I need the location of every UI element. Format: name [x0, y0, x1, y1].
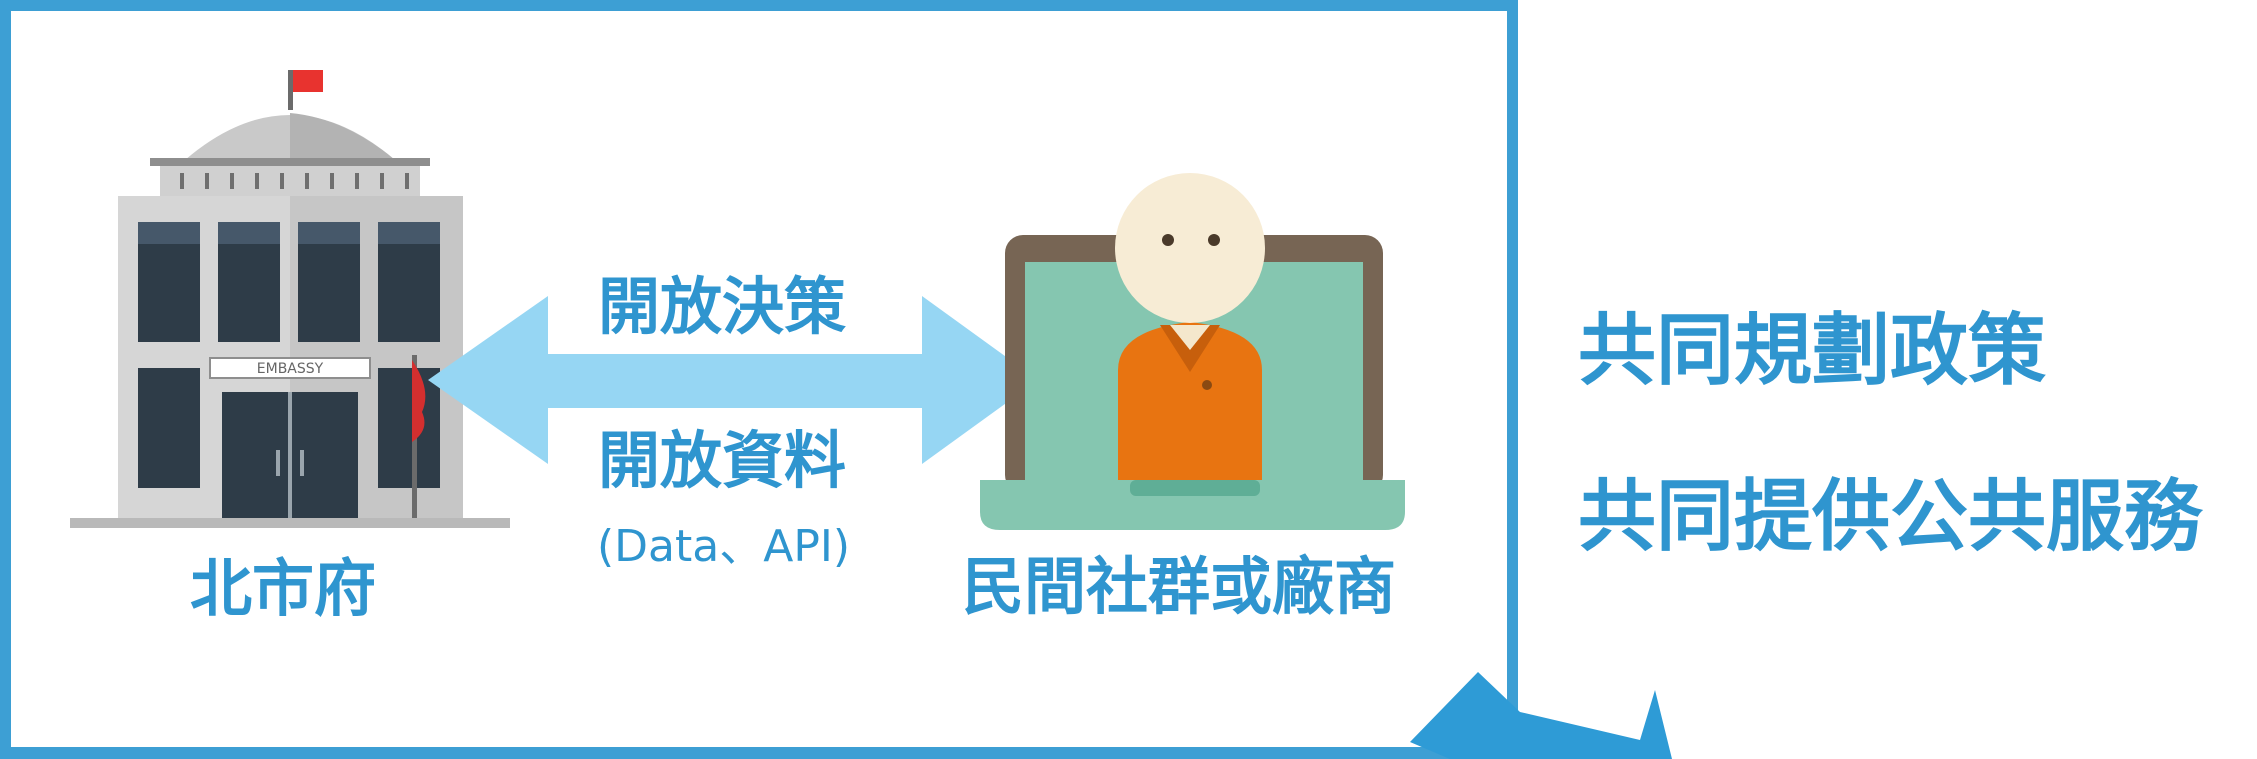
- arrow-bottom-label: 開放資料: [598, 424, 847, 497]
- government-label: 北市府: [190, 552, 377, 625]
- laptop-person-icon: [980, 173, 1405, 530]
- arrow-top-label: 開放決策: [598, 270, 847, 343]
- double-arrow-icon: [428, 296, 1038, 464]
- building-sign-text: EMBASSY: [257, 361, 324, 377]
- outcome-joint-planning: 共同規劃政策: [1578, 306, 2047, 396]
- outcome-joint-services: 共同提供公共服務: [1578, 472, 2203, 562]
- diagram-frame: [0, 0, 1518, 759]
- community-label: 民間社群或廠商: [962, 550, 1397, 623]
- building-icon: EMBASSY: [70, 70, 510, 528]
- arrow-sub-label: (Data、API): [597, 521, 850, 572]
- pointer-arrow-icon: [1410, 672, 1672, 759]
